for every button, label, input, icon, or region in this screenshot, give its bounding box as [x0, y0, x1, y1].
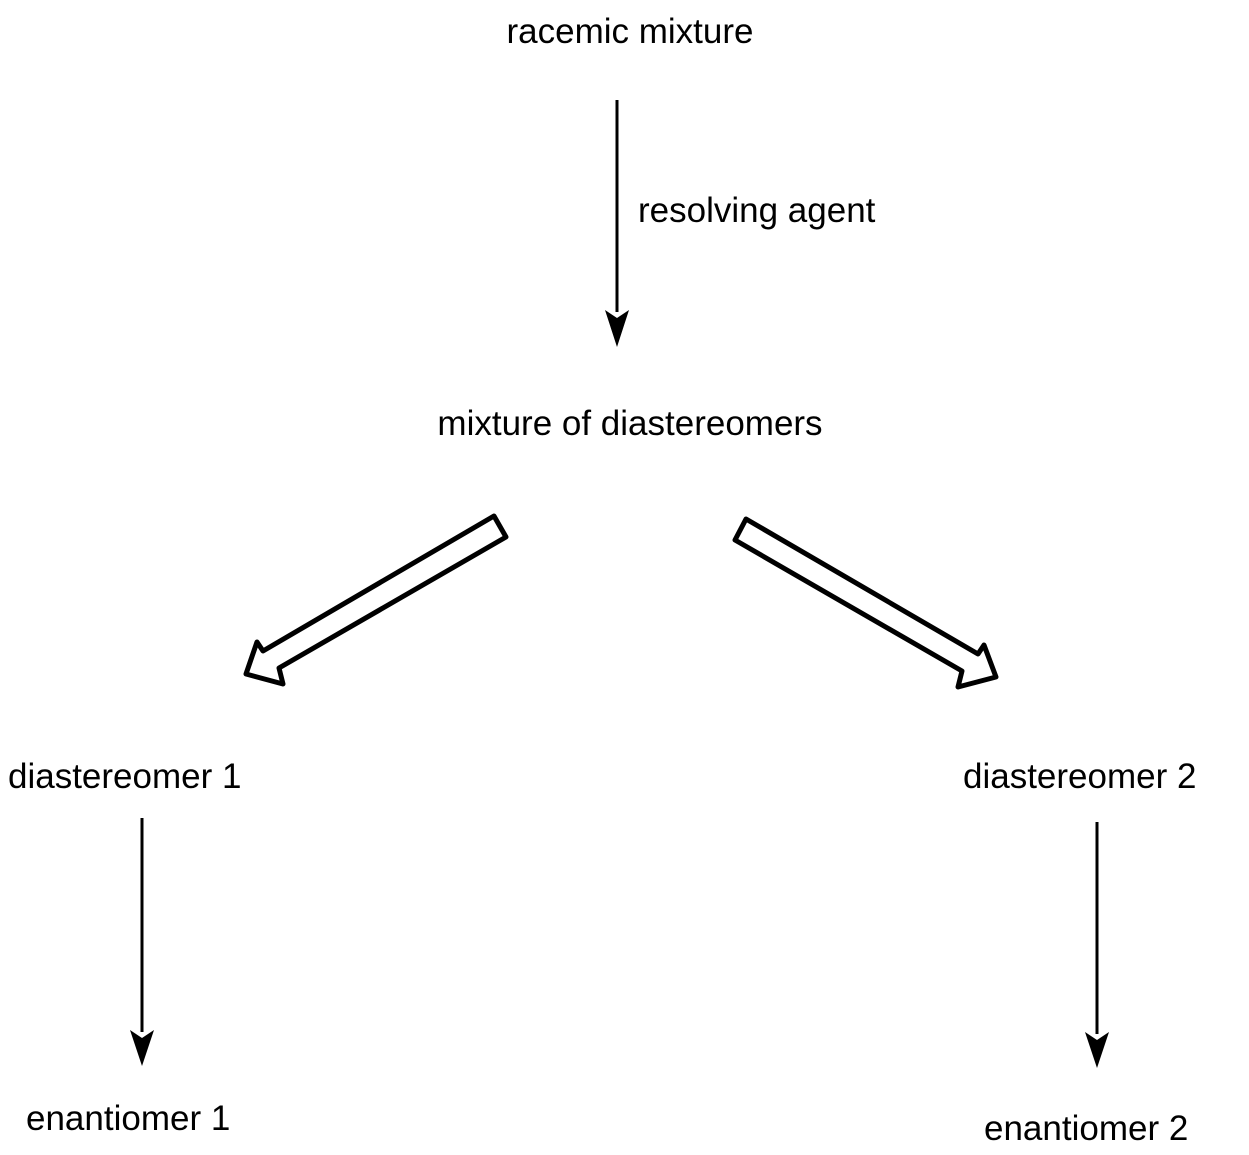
arrow-racemic-to-mixture — [605, 100, 629, 347]
arrow-dia1-to-en1 — [130, 818, 154, 1066]
hollow-arrow-left — [243, 513, 509, 687]
node-mixture-of-diastereomers: mixture of diastereomers — [437, 404, 822, 443]
node-enantiomer-1: enantiomer 1 — [26, 1099, 230, 1138]
node-racemic-mixture: racemic mixture — [507, 12, 754, 51]
reagent-label: resolving agent — [638, 191, 876, 230]
node-diastereomer-2: diastereomer 2 — [963, 757, 1196, 796]
node-enantiomer-2: enantiomer 2 — [984, 1109, 1188, 1148]
arrow-dia2-to-en2 — [1085, 822, 1109, 1068]
node-diastereomer-1: diastereomer 1 — [8, 757, 241, 796]
hollow-arrow-right — [732, 516, 999, 690]
